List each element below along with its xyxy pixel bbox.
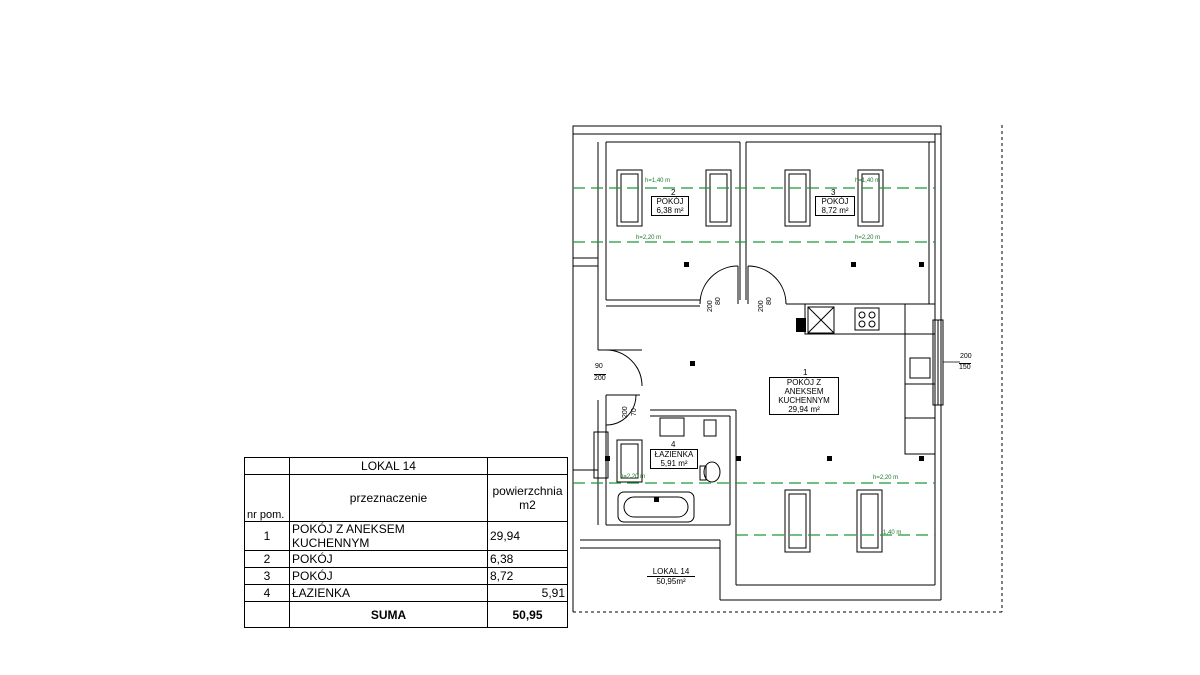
row-name: POKÓJ Z ANEKSEM KUCHENNYM xyxy=(289,521,488,551)
table-title: LOKAL 14 xyxy=(289,457,488,475)
window-height: 150 xyxy=(959,363,971,371)
room4-area: 5,91 m² xyxy=(660,459,688,468)
room2-number: 2 xyxy=(671,188,676,197)
row-nr: 2 xyxy=(244,550,290,568)
unit-name: LOKAL 14 xyxy=(652,567,690,576)
row-name: POKÓJ xyxy=(289,550,488,568)
row-area: 29,94 xyxy=(487,521,568,551)
unit-area: 50,95m² xyxy=(647,576,695,586)
room1-number: 1 xyxy=(803,368,808,377)
room3-number: 3 xyxy=(831,188,836,197)
room3-name: POKÓJ xyxy=(821,197,849,206)
room4-number: 4 xyxy=(671,440,676,449)
door3-height: 200 xyxy=(758,300,765,312)
height-label: h=1,40 m xyxy=(645,178,671,184)
entry-height: 200 xyxy=(594,374,606,382)
height-label: h=2,20 m xyxy=(620,474,646,480)
room1-label: POKÓJ Z ANEKSEM KUCHENNYM 29,94 m² xyxy=(769,377,839,415)
row-area: 6,38 xyxy=(487,550,568,568)
bath-door-width: 70 xyxy=(631,408,638,416)
door2-width: 80 xyxy=(715,297,722,305)
row-area: 5,91 xyxy=(487,584,568,602)
room3-area: 8,72 m² xyxy=(821,206,849,215)
table-row: 1 POKÓJ Z ANEKSEM KUCHENNYM 29,94 xyxy=(244,521,568,551)
sum-label: SUMA xyxy=(289,601,488,628)
height-label: h=2,20 m xyxy=(873,475,899,481)
height-label: 1,40 m xyxy=(883,530,902,536)
door2-height: 200 xyxy=(707,300,714,312)
room3-label: POKÓJ 8,72 m² xyxy=(815,196,855,216)
row-area: 8,72 xyxy=(487,567,568,585)
room2-area: 6,38 m² xyxy=(656,206,684,215)
unit-label: LOKAL 14 50,95m² xyxy=(647,567,695,586)
table-row: 3 POKÓJ 8,72 xyxy=(244,567,568,585)
room2-name: POKÓJ xyxy=(656,197,684,206)
table-row: 4 ŁAZIENKA 5,91 xyxy=(244,584,568,602)
row-nr: 1 xyxy=(244,521,290,551)
row-name: POKÓJ xyxy=(289,567,488,585)
room1-line1: POKÓJ Z xyxy=(786,378,822,387)
row-nr: 3 xyxy=(244,567,290,585)
row-name: ŁAZIENKA xyxy=(289,584,488,602)
height-label: h=1,40 m xyxy=(855,178,881,184)
room2-label: POKÓJ 6,38 m² xyxy=(651,196,689,216)
room1-line2: ANEKSEM xyxy=(784,387,824,396)
header-nr: nr pom. xyxy=(244,474,290,522)
room4-name: ŁAZIENKA xyxy=(654,450,694,459)
table-row: 2 POKÓJ 6,38 xyxy=(244,550,568,568)
height-label: h=2,20 m xyxy=(855,235,881,241)
header-purpose: przeznaczenie xyxy=(289,474,488,522)
header-area: powierzchnia m2 xyxy=(487,474,568,522)
sum-value: 50,95 xyxy=(487,601,568,628)
room1-line3: KUCHENNYM xyxy=(778,396,830,405)
window-width: 200 xyxy=(960,353,972,360)
table-corner xyxy=(244,457,290,475)
entry-width: 90 xyxy=(595,363,603,370)
bath-door-height: 200 xyxy=(622,406,629,418)
room4-label: ŁAZIENKA 5,91 m² xyxy=(650,449,698,469)
area-table: LOKAL 14 nr pom. przeznaczenie powierzch… xyxy=(244,457,568,628)
row-nr: 4 xyxy=(244,584,290,602)
height-label: h=2,20 m xyxy=(636,235,662,241)
door3-width: 80 xyxy=(766,297,773,305)
room1-area: 29,94 m² xyxy=(788,405,820,414)
